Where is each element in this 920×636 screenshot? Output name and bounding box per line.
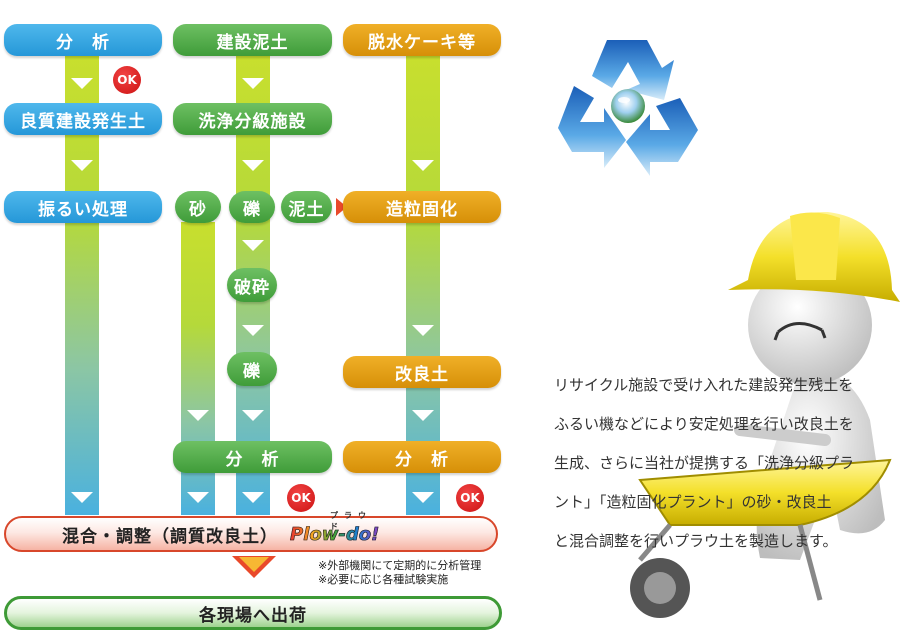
arrow-down (71, 160, 93, 171)
arrow-down (71, 78, 93, 89)
analysis-orange-box: 分 析 (343, 441, 501, 473)
arrow-right (336, 198, 347, 216)
mud-box: 泥土 (281, 191, 332, 223)
mixing-label: 混合・調整（調質改良土） (62, 526, 278, 547)
description: リサイクル施設で受け入れた建設発生残土を ふるい機などにより安定処理を行い改良土… (554, 366, 916, 561)
arrow-down (242, 325, 264, 336)
sieving-box: 振るい処理 (4, 191, 162, 223)
description-line: リサイクル施設で受け入れた建設発生残土を (554, 376, 854, 394)
gravel2-box: 礫 (227, 352, 277, 386)
description-line: ふるい機などにより安定処理を行い改良土を (554, 415, 854, 433)
arrow-down (242, 410, 264, 421)
ok-badge: OK (456, 484, 484, 512)
arrow-down-red-inner (239, 557, 269, 572)
note-line: ※外部機関にて定期的に分析管理 (318, 559, 482, 572)
arrow-down (187, 410, 209, 421)
arrow-down (71, 492, 93, 503)
construction-mud-header: 建設泥土 (173, 24, 332, 56)
arrow-down (242, 240, 264, 251)
ok-badge: OK (113, 66, 141, 94)
flow-bar-col3 (406, 55, 440, 515)
good-soil-box: 良質建設発生土 (4, 103, 162, 135)
analysis-header: 分 析 (4, 24, 162, 56)
arrow-down (412, 160, 434, 171)
description-line: と混合調整を行いプラウ土を製造します。 (554, 532, 838, 550)
granulation-box: 造粒固化 (343, 191, 501, 223)
washing-facility-box: 洗浄分級施設 (173, 103, 332, 135)
description-line: ント」「造粒固化プラント」の砂・改良土 (554, 493, 832, 511)
gravel-box: 礫 (229, 191, 275, 223)
analysis-green-box: 分 析 (173, 441, 332, 473)
sand-box: 砂 (175, 191, 221, 223)
hard-hat-mascot-icon (630, 211, 900, 618)
arrow-down (242, 78, 264, 89)
arrow-down (412, 492, 434, 503)
arrow-down (412, 410, 434, 421)
brand-text: Plow-do! (290, 523, 380, 545)
note-line: ※必要に応じ各種試験実施 (318, 573, 449, 586)
brand-ruby: プラウド (330, 510, 372, 531)
arrow-down (242, 492, 264, 503)
crushing-box: 破砕 (227, 268, 277, 302)
arrow-down (412, 325, 434, 336)
dewatered-cake-header: 脱水ケーキ等 (343, 24, 501, 56)
description-line: 生成、さらに当社が提携する「洗浄分級プラ (554, 454, 855, 472)
notes: ※外部機関にて定期的に分析管理 ※必要に応じ各種試験実施 (318, 559, 481, 587)
recycle-icon (558, 40, 698, 176)
brand-logo: プラウド Plow-do! (290, 511, 380, 545)
mixing-box: 混合・調整（調質改良土） プラウド Plow-do! (4, 511, 498, 552)
arrow-down (242, 160, 264, 171)
arrow-down (187, 492, 209, 503)
destination-box: 各現場へ出荷 (4, 596, 502, 630)
improved-soil-box: 改良土 (343, 356, 501, 388)
ok-badge: OK (287, 484, 315, 512)
